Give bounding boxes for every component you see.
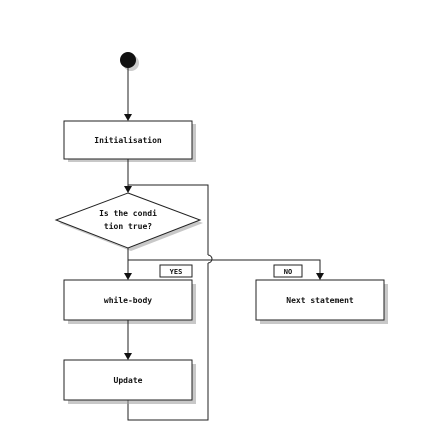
initialisation-node: Initialisation — [63, 120, 196, 162]
condition-label-line1: Is the condi — [99, 208, 157, 218]
no-label-text: NO — [284, 268, 292, 276]
edge-condition-yes — [124, 248, 132, 280]
initialisation-label: Initialisation — [94, 135, 162, 145]
condition-label-line2: tion true? — [104, 221, 152, 231]
no-label: NO — [273, 264, 303, 278]
next-statement-label: Next statement — [286, 296, 354, 305]
yes-label: YES — [159, 264, 193, 278]
while-body-node: while-body — [63, 279, 196, 324]
edge-initialisation-to-condition — [124, 159, 132, 193]
update-label: Update — [114, 376, 143, 385]
edge-update-loop-back — [127, 184, 213, 421]
start-node — [120, 52, 139, 71]
while-body-label: while-body — [104, 295, 152, 305]
condition-node: Is the condi tion true? — [54, 192, 203, 251]
edge-while-body-to-update — [124, 320, 132, 360]
yes-label-text: YES — [170, 268, 183, 276]
next-statement-node: Next statement — [255, 279, 388, 324]
edge-condition-no — [128, 259, 324, 280]
edge-start-to-initialisation — [124, 68, 132, 121]
update-node: Update — [63, 359, 196, 404]
